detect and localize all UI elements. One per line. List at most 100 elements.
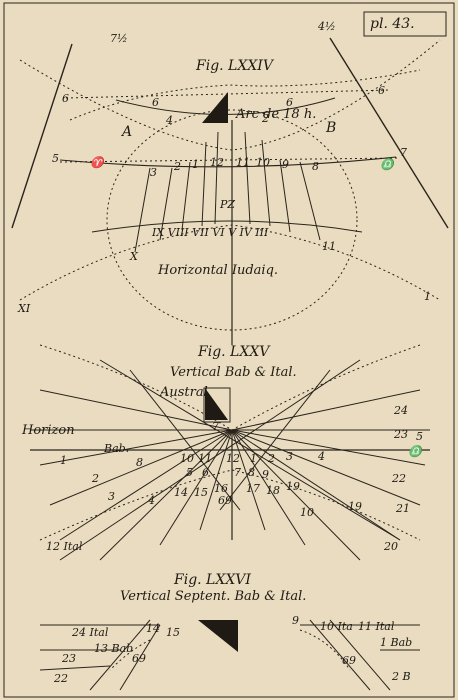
- fig75-c-6: 6: [202, 466, 209, 479]
- hour-8-label: 8: [312, 160, 319, 173]
- fig76-right-9: 9: [292, 614, 299, 627]
- mark-left-5: 5: [52, 152, 59, 165]
- fig76-gnomon: [198, 620, 238, 652]
- hour-line-8: [279, 159, 291, 233]
- fig75-right-23: 23: [393, 428, 408, 441]
- fig75-left-2: 2: [91, 472, 99, 485]
- fig75-mark-7: 7: [212, 420, 219, 433]
- fig75-oblique-4: [219, 369, 331, 511]
- fig75-c-2: 2: [267, 452, 275, 465]
- fig75-right-10: 10: [300, 506, 314, 519]
- fig74-caption: Horizontal Iudaiq.: [157, 263, 278, 278]
- fig75-c-1: 1: [250, 452, 257, 465]
- hour-10-label: 10: [256, 156, 270, 169]
- fig75-c-5: 5: [186, 466, 193, 479]
- fig74-equator-line: [59, 156, 397, 168]
- fig76-right-11ital: 11 Ital: [358, 620, 395, 633]
- mark-XI: XI: [17, 302, 31, 315]
- fig75-c-15: 15: [194, 486, 208, 499]
- fig76-left-14: 14: [146, 622, 160, 635]
- fig76-left-22: 22: [53, 672, 68, 685]
- fig75-c-14: 14: [174, 486, 188, 499]
- fig75-line-l7: [159, 429, 233, 546]
- hour-12-label: 12: [210, 156, 224, 169]
- fig74-dotted-circle: [106, 109, 358, 331]
- fig76-left-low-line: [39, 665, 111, 671]
- fig75-ital-label: 12 Ital: [46, 540, 83, 553]
- fig75-line-r5: [231, 429, 401, 541]
- fig74-dotted-top-arc: [69, 69, 421, 121]
- mark-X: X: [129, 250, 139, 263]
- fig76-left-oblique-1: [89, 619, 151, 691]
- fig76-left-15: 15: [166, 626, 180, 639]
- fig76-right-oblique-2: [329, 619, 391, 691]
- fig74-dotted-6-line: [65, 89, 391, 99]
- fig76-right-10ita: 10 Ita: [320, 620, 353, 633]
- fig74-title: Fig. LXXIV: [195, 58, 275, 74]
- mark-right-1: 1: [424, 290, 431, 303]
- libra-sign: ♎: [380, 158, 396, 171]
- fig75-c-11: 11: [198, 452, 212, 465]
- fig75-c-7: 7: [234, 466, 241, 479]
- fig75-mark-69: 69: [218, 494, 232, 507]
- mark-4: 4: [165, 114, 173, 127]
- fig75-hour-lines: [30, 359, 430, 561]
- fig75-line-r7: [231, 429, 306, 546]
- figure-76: Fig. LXXVI Vertical Septent. Bab & Ital.…: [39, 572, 420, 691]
- fig75-c-18: 18: [266, 484, 280, 497]
- fig75-c-9: 9: [262, 468, 269, 481]
- fig75-right-24: 24: [393, 404, 408, 417]
- fig75-c-17: 17: [246, 482, 260, 495]
- fig74-dotted-equator: [59, 157, 401, 163]
- fig75-left-1: 1: [60, 454, 67, 467]
- fig75-mark-5: 5: [416, 430, 423, 443]
- hour-1-label: 1: [192, 158, 199, 171]
- fig76-left-24ital: 24 Ital: [71, 626, 109, 639]
- fig76-right-2b: 2 B: [391, 670, 411, 683]
- mark-right-7: 7: [400, 146, 407, 159]
- fig75-line-l1: [39, 389, 233, 431]
- fig76-left-23: 23: [61, 652, 76, 665]
- fig74-right-line: [329, 37, 449, 229]
- fig75-libra: ♎: [408, 445, 424, 458]
- fig76-right-oblique-1: [309, 619, 371, 691]
- fig75-line-l3: [39, 429, 233, 466]
- figure-74: pl. 43. Fig. LXXIV Arc de 18 h. 7½ 4½ 6 …: [11, 11, 449, 345]
- hour-line-10: [244, 131, 251, 225]
- fig75-c-4: 4: [317, 450, 325, 463]
- hour-9-label: 9: [282, 158, 289, 171]
- fig75-subtitle: Vertical Bab & Ital.: [170, 365, 297, 380]
- hour-line-1: [181, 161, 191, 231]
- fig74-lower-curve: [91, 220, 363, 233]
- fig75-right-19: 19: [348, 500, 362, 513]
- mark-left-6: 6: [62, 92, 69, 105]
- fig76-right-dotted: [299, 629, 351, 671]
- fig76-left-13bab: 13 Bab: [94, 642, 133, 655]
- fig75-c-3: 3: [286, 450, 293, 463]
- fig75-oblique-2: [59, 359, 361, 561]
- aries-sign: ♈: [90, 156, 106, 169]
- mark-top-left: 7½: [110, 32, 128, 45]
- mark-2b: 2: [261, 112, 269, 125]
- fig76-right-1bab: 1 Bab: [380, 636, 412, 649]
- hour-line-7: [299, 161, 321, 241]
- fig75-c-19: 19: [286, 480, 300, 493]
- fig75-c-10: 10: [180, 452, 194, 465]
- fig75-right-21: 21: [395, 502, 410, 515]
- fig75-oblique-1: [99, 359, 401, 541]
- mark-PZ: PZ: [219, 198, 235, 211]
- fig76-left-dotted: [109, 639, 151, 671]
- fig75-gnomon-outline: [203, 387, 231, 423]
- fig75-horizon-label: Horizon: [21, 423, 75, 438]
- mark-top-right: 4½: [317, 20, 336, 33]
- fig75-line-r4: [231, 429, 421, 506]
- mark-right-11: 11: [322, 240, 336, 253]
- fig74-gnomon: [202, 92, 228, 123]
- figure-75: Fig. LXXV Vertical Bab & Ital. Austral H…: [21, 344, 430, 561]
- fig74-dotted-upper-arc: [19, 39, 441, 151]
- fig75-oblique-3: [129, 369, 241, 511]
- fig75-right-20: 20: [383, 540, 398, 553]
- mark-inner-6-left: 6: [152, 96, 159, 109]
- fig76-title: Fig. LXXVI: [173, 572, 251, 588]
- fig75-right-22: 22: [391, 472, 406, 485]
